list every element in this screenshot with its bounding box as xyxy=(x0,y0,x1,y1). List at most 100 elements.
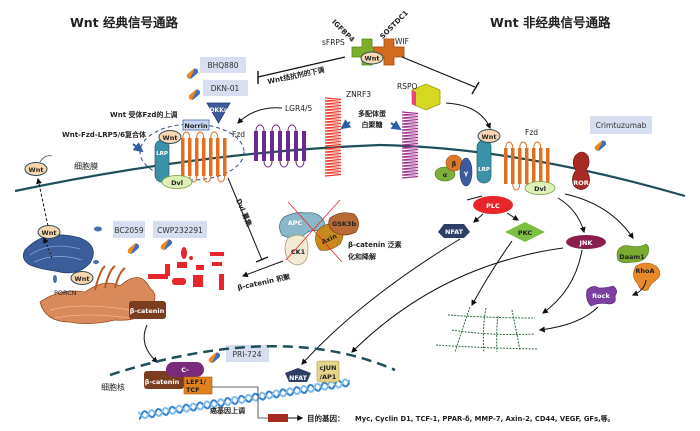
proteoglycan-label-2: 白聚糖 xyxy=(362,120,383,129)
gprotein-link xyxy=(466,195,483,201)
lgr45-receptor xyxy=(254,124,306,168)
sfrps-label: sFRPS xyxy=(322,38,345,47)
degradation-label-2: 化和降解 xyxy=(348,252,376,261)
drug-cwp232291[interactable]: CWP232291 xyxy=(153,221,207,251)
transmembrane-helix xyxy=(262,131,266,161)
rock-to-cytoskeleton-arrow xyxy=(538,306,599,333)
dvl-recruit-label: Dvl 募集 xyxy=(234,197,254,228)
dvl-recruit-bar xyxy=(255,256,269,263)
dvl-recruit-line xyxy=(227,177,263,261)
transmembrane-helix xyxy=(286,131,290,161)
wif-label: WIF xyxy=(395,37,409,46)
complex-pointer-arrow xyxy=(132,142,144,153)
syndecan-coil xyxy=(401,111,419,179)
drug-dkn01[interactable]: DKN-01 xyxy=(187,80,248,101)
transmembrane-helix xyxy=(188,138,192,176)
transmembrane-helix xyxy=(511,148,515,184)
lrp-label: LRP xyxy=(156,151,168,157)
beta-catenin-nuclear-label: β-catenin xyxy=(145,378,180,386)
endoplasmic-reticulum-icon xyxy=(39,265,156,324)
daam1-label: Daam1 xyxy=(619,253,645,261)
c-protein xyxy=(166,362,204,377)
znrf3-coil xyxy=(324,97,342,177)
plc-label: PLC xyxy=(486,202,500,210)
transmembrane-helix xyxy=(209,138,213,176)
membrane-label: 细胞膜 xyxy=(74,161,98,171)
transmembrane-helix xyxy=(181,138,185,176)
receptor-upregulation-label: Wnt 受体Fzd的上调 xyxy=(110,110,177,119)
drug-box xyxy=(153,221,207,238)
target-gene-block xyxy=(268,414,288,422)
transmembrane-helix xyxy=(195,138,199,176)
transmembrane-helix xyxy=(270,131,274,161)
drug-box xyxy=(226,345,269,362)
fzd-receptor-noncanonical xyxy=(504,141,550,191)
golgi-wnt-ligand xyxy=(37,225,61,239)
alpha-label: α xyxy=(443,171,448,179)
dvl-noncanonical xyxy=(524,181,556,195)
receptor-loops xyxy=(255,124,305,168)
transmembrane-helix xyxy=(223,138,227,176)
plc-to-nfat-arrow xyxy=(473,213,484,223)
daam1-node xyxy=(616,243,649,263)
pill-icon xyxy=(188,89,201,100)
transmembrane-helix xyxy=(532,148,536,184)
drug-name: CWP232291 xyxy=(157,226,203,235)
jnk-to-cytoskeleton-arrow xyxy=(542,249,583,314)
proteoglycan-arrow-right xyxy=(390,120,402,131)
secretion-arrow xyxy=(36,177,49,227)
rspo-side xyxy=(412,90,416,106)
rock-node xyxy=(586,285,617,307)
g-gamma xyxy=(459,157,473,187)
tcf-label: TCF xyxy=(186,386,200,394)
apc-protein xyxy=(279,212,325,239)
transmembrane-helix xyxy=(302,131,306,161)
drug-box xyxy=(590,116,652,134)
transmembrane-helix xyxy=(294,131,298,161)
actin-cytoskeleton-icon xyxy=(435,306,539,353)
coil-segment xyxy=(401,111,419,179)
nucleus-label: 细胞核 xyxy=(101,382,125,392)
lef1-tcf xyxy=(183,376,213,395)
pkc-node xyxy=(505,222,545,242)
rhoa-to-rock-arrow xyxy=(631,279,647,296)
antagonist-complex: Wnt IGFBP4 SOSTDC1 sFRPS WIF xyxy=(322,9,410,66)
apc-label: APC xyxy=(288,219,303,227)
ap1-label: /AP1 xyxy=(320,373,337,381)
dvl-label-canonical: Dvl xyxy=(171,179,183,187)
fzd-label-noncanonical: Fzd xyxy=(525,128,538,137)
complex-wnt-ligand xyxy=(158,130,182,144)
pill-icon xyxy=(160,239,173,250)
nfat-label: NFAT xyxy=(445,228,464,236)
jnk-label: JNK xyxy=(579,239,594,247)
norrin-label: Norrin xyxy=(184,122,208,130)
proteoglycan-arrow-left xyxy=(340,119,352,130)
free-wnt-ligand xyxy=(24,162,48,176)
drug-name: DKN-01 xyxy=(211,84,240,93)
drug-bhq880[interactable]: BHQ880 xyxy=(185,57,246,80)
dna-helix-icon xyxy=(137,374,351,422)
ror-label: ROR xyxy=(573,179,589,187)
nuclear-envelope xyxy=(109,345,396,377)
transmembrane-helix xyxy=(546,148,550,184)
transmembrane-helix xyxy=(504,148,508,184)
lrp-noncanonical xyxy=(476,139,492,184)
er-wnt-label: Wnt xyxy=(75,275,90,283)
drug-crimtuzumab[interactable]: Crimtuzumab xyxy=(590,116,652,152)
pkc-label: PKC xyxy=(518,229,533,237)
znrf3-label: ZNRF3 xyxy=(346,90,371,99)
drug-box xyxy=(200,57,246,73)
er-to-golgi-arrow xyxy=(42,236,53,259)
fzd-receptor-canonical xyxy=(181,131,227,183)
ror-receptor xyxy=(572,151,590,190)
oncogene-upregulation-label: 癌基因上调 xyxy=(210,406,245,415)
rspo-to-wnt-arrow xyxy=(445,102,491,130)
drug-bc2059[interactable]: BC2059 xyxy=(113,221,145,255)
drug-pri724[interactable]: PRI-724 xyxy=(207,345,269,364)
pill-icon xyxy=(186,68,199,79)
porcn-label: PORCN xyxy=(54,289,77,297)
c-protein-label: C- xyxy=(181,366,189,374)
plc-node xyxy=(473,196,513,214)
beta-catenin-fragments-icon xyxy=(148,247,224,290)
